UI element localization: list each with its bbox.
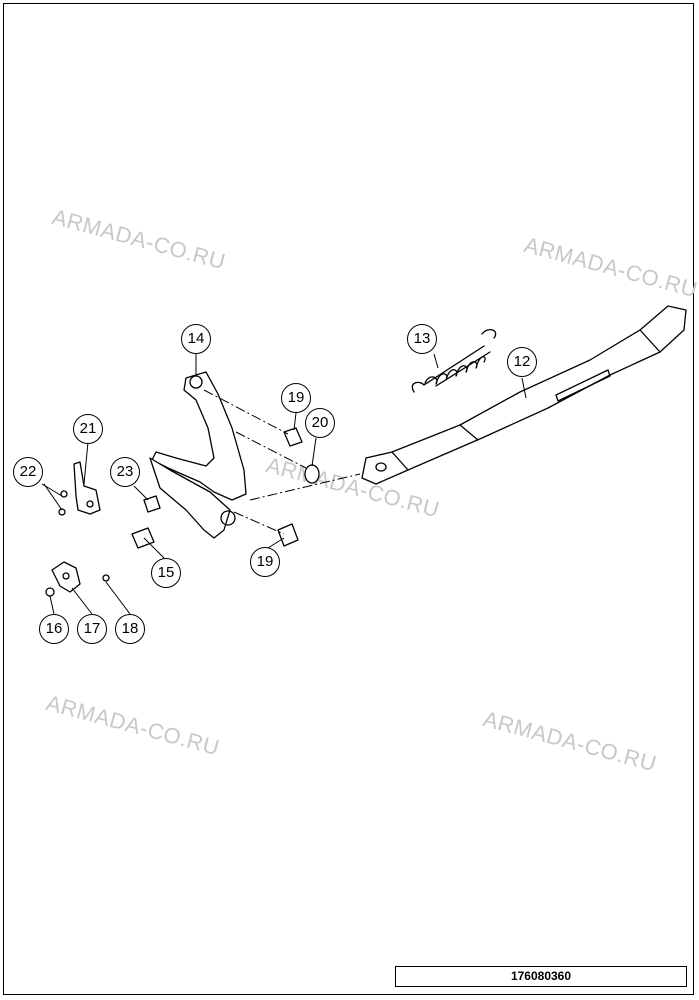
drawing-frame xyxy=(3,3,694,995)
drawing-number: 176080360 xyxy=(395,966,687,987)
kickstand-part xyxy=(361,305,687,485)
bolt-part xyxy=(283,427,303,447)
callout-22[interactable]: 22 xyxy=(13,457,43,487)
callout-13[interactable]: 13 xyxy=(407,324,437,354)
callout-20[interactable]: 20 xyxy=(305,408,335,438)
callout-19[interactable]: 19 xyxy=(250,547,280,577)
bolt-part xyxy=(277,523,299,547)
callout-21[interactable]: 21 xyxy=(73,414,103,444)
nut-part xyxy=(45,587,55,597)
leader-lines xyxy=(41,353,527,615)
washer-part xyxy=(102,574,110,582)
assembly-axis-lines xyxy=(203,389,361,535)
callout-16[interactable]: 16 xyxy=(39,614,69,644)
callout-23[interactable]: 23 xyxy=(110,457,140,487)
callout-17[interactable]: 17 xyxy=(77,614,107,644)
screw-part xyxy=(58,490,68,516)
callout-15[interactable]: 15 xyxy=(151,558,181,588)
spacer-part xyxy=(304,464,320,484)
callout-19[interactable]: 19 xyxy=(281,383,311,413)
switch-part xyxy=(73,461,101,515)
spring-part xyxy=(411,328,497,393)
plate-part xyxy=(51,561,81,593)
callout-18[interactable]: 18 xyxy=(115,614,145,644)
bracket-part xyxy=(149,371,247,539)
callout-14[interactable]: 14 xyxy=(181,324,211,354)
callout-12[interactable]: 12 xyxy=(507,347,537,377)
